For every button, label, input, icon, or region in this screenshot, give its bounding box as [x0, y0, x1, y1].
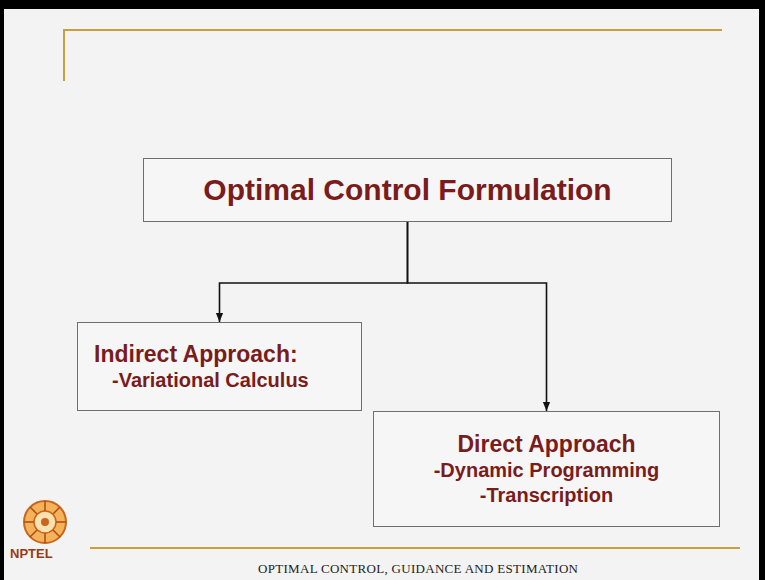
root-box: Optimal Control Formulation	[143, 158, 672, 222]
box-heading: Direct Approach	[457, 430, 635, 459]
approach-box: Indirect Approach:-Variational Calculus	[77, 322, 362, 411]
footer-title: OPTIMAL CONTROL, GUIDANCE AND ESTIMATION	[258, 561, 578, 577]
frame-band	[759, 0, 765, 580]
gold-rule	[90, 547, 740, 549]
box-item: -Dynamic Programming	[434, 458, 660, 483]
approach-box: Direct Approach-Dynamic Programming-Tran…	[373, 411, 720, 527]
tree-connector	[408, 222, 547, 411]
box-item: -Variational Calculus	[112, 368, 309, 393]
nptel-emblem	[24, 501, 66, 543]
tree-connector	[220, 222, 408, 322]
box-heading: Optimal Control Formulation	[203, 171, 611, 209]
box-item: -Transcription	[480, 483, 613, 508]
box-heading: Indirect Approach:	[94, 340, 298, 369]
gold-rule	[64, 30, 722, 81]
frame-band	[0, 0, 765, 9]
logo-text: NPTEL	[10, 546, 53, 561]
frame-band	[0, 0, 4, 580]
